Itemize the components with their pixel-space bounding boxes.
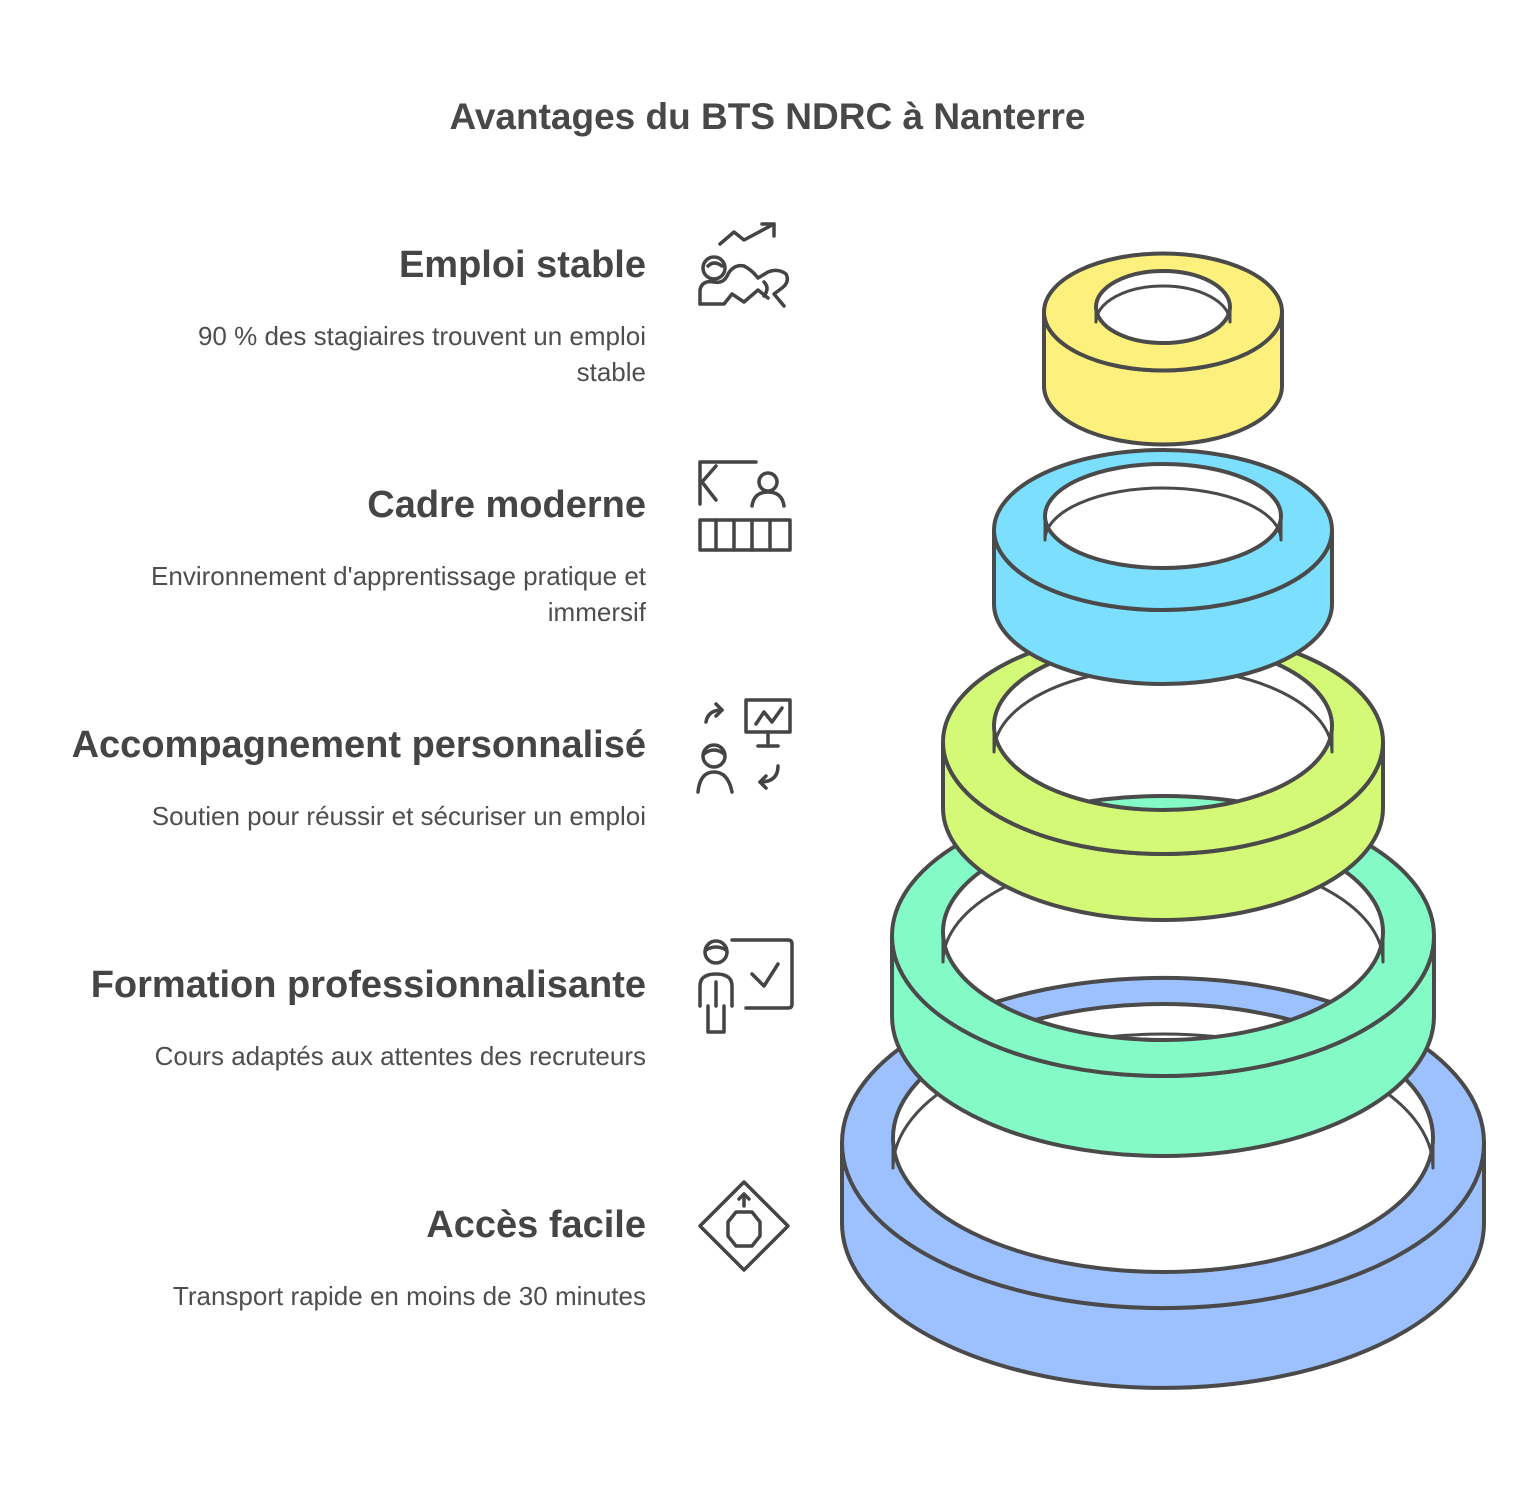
benefit-heading: Accès facile xyxy=(426,1204,646,1246)
benefit-emploi-stable: Emploi stable 90 % des stagiaires trouve… xyxy=(6,242,646,390)
description-line: Environnement d'apprentissage pratique e… xyxy=(151,561,646,591)
description-line: Soutien pour réussir et sécuriser un emp… xyxy=(151,801,646,831)
benefit-heading: Accompagnement personnalisé xyxy=(71,724,646,766)
description-line: Cours adaptés aux attentes des recruteur… xyxy=(154,1041,646,1071)
benefit-description: Transport rapide en moins de 30 minutes xyxy=(6,1278,646,1314)
diagram-title: Avantages du BTS NDRC à Nanterre xyxy=(449,96,1086,137)
benefit-description: Cours adaptés aux attentes des recruteur… xyxy=(6,1038,646,1074)
benefit-accompagnement: Accompagnement personnalisé Soutien pour… xyxy=(6,722,646,834)
benefit-cadre-moderne: Cadre moderne Environnement d'apprentiss… xyxy=(6,482,646,630)
career-growth-icon xyxy=(698,222,790,308)
benefit-formation: Formation professionnalisante Cours adap… xyxy=(6,962,646,1074)
benefit-acces-facile: Accès facile Transport rapide en moins d… xyxy=(6,1202,646,1314)
description-line: 90 % des stagiaires trouvent un emploi xyxy=(197,321,646,351)
benefit-description: Environnement d'apprentissage pratique e… xyxy=(6,558,646,630)
benefit-heading: Emploi stable xyxy=(398,244,646,286)
road-sign-icon xyxy=(698,1180,790,1272)
trainer-checklist-icon xyxy=(698,938,794,1034)
ring-cadre-moderne xyxy=(992,448,1334,686)
coaching-icon xyxy=(696,698,792,794)
benefit-heading: Formation professionnalisante xyxy=(90,964,646,1006)
benefit-description: Soutien pour réussir et sécuriser un emp… xyxy=(6,798,646,834)
classroom-icon xyxy=(698,460,792,552)
description-line: Transport rapide en moins de 30 minutes xyxy=(172,1281,646,1311)
benefit-heading: Cadre moderne xyxy=(367,484,646,526)
description-line: immersif xyxy=(547,597,646,627)
description-line: stable xyxy=(576,357,646,387)
ring-emploi-stable xyxy=(1042,251,1284,447)
benefit-description: 90 % des stagiaires trouvent un emploi s… xyxy=(6,318,646,390)
